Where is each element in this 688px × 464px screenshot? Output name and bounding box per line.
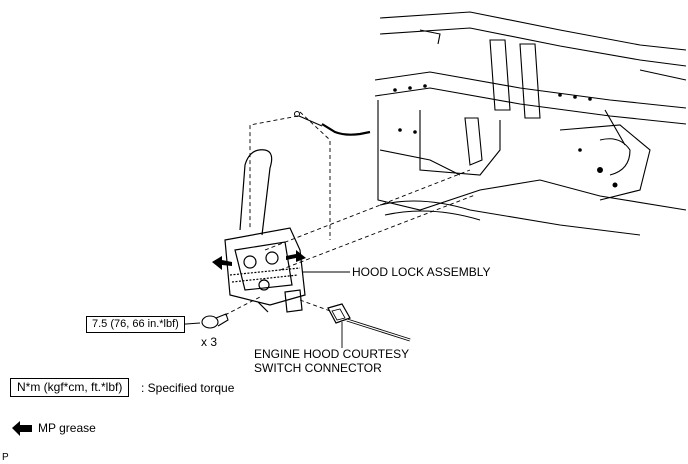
- radiator-support-structure: [374, 11, 687, 236]
- torque-value-box: 7.5 (76, 66 in.*lbf): [86, 316, 185, 333]
- courtesy-switch-connector: [327, 303, 411, 342]
- dashed-guide-lines: [224, 111, 476, 316]
- hood-lock-assembly-label: HOOD LOCK ASSEMBLY: [352, 265, 491, 279]
- hood-release-cable: [294, 111, 371, 136]
- legend-grease-arrow-icon: [12, 421, 32, 436]
- leader-lines: [171, 271, 350, 348]
- legend-torque-desc: : Specified torque: [141, 381, 235, 395]
- legend-grease-label: MP grease: [38, 421, 96, 435]
- corner-mark: P: [2, 452, 9, 463]
- hood-lock-assembly: [224, 149, 306, 313]
- connector-label-line1: ENGINE HOOD COURTESY: [254, 347, 410, 361]
- connector-label-line2: SWITCH CONNECTOR: [254, 361, 382, 375]
- legend-torque-units-box: N*m (kgf*cm, ft.*lbf): [10, 378, 130, 397]
- bolt: [201, 313, 229, 329]
- grease-arrows: [212, 250, 306, 270]
- structure-holes: [393, 84, 618, 188]
- bolt-quantity: x 3: [201, 335, 218, 349]
